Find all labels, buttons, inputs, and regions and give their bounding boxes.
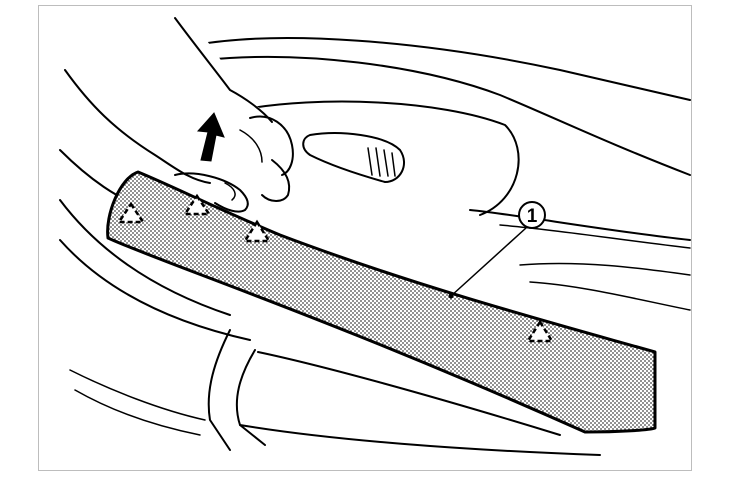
callout-leader <box>450 227 527 297</box>
clip-marker <box>116 201 146 224</box>
callout-dot <box>448 293 454 299</box>
callout-label: 1 <box>527 206 538 227</box>
pull-up-arrow <box>196 112 225 162</box>
figure-frame <box>38 5 692 471</box>
clip-marker <box>242 219 272 243</box>
hand <box>64 17 294 213</box>
seat-outline <box>194 37 691 311</box>
seat-lever <box>302 132 405 183</box>
door-sill-trim <box>106 170 657 434</box>
clip-marker <box>525 319 555 343</box>
clip-marker <box>182 193 212 216</box>
door-panel-lines <box>59 149 601 456</box>
callout-circle <box>518 201 546 229</box>
